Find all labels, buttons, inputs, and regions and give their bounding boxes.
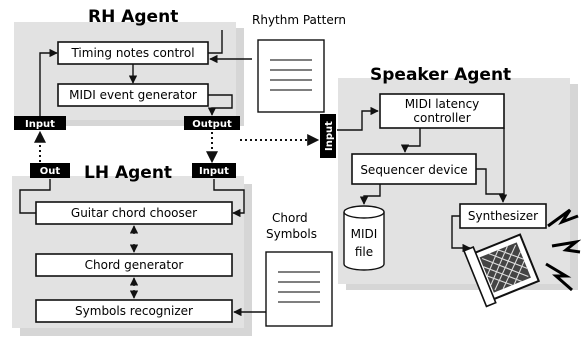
symbols-recognizer-box [35, 299, 233, 323]
midi-file-label-1: MIDI [351, 227, 378, 241]
synthesizer-label: Synthesizer [468, 209, 538, 223]
lh-agent-title: LH Agent [84, 163, 172, 183]
rhythm-pattern-doc: Rhythm Pattern [252, 13, 346, 113]
chord-generator-label: Chord generator [85, 258, 184, 272]
rh-agent-title: RH Agent [88, 7, 178, 27]
midi-file-cylinder: MIDI file [343, 205, 385, 271]
rh-output-label: Output [192, 119, 232, 130]
sequencer-label: Sequencer device [360, 163, 467, 177]
rh-input-tag [14, 116, 66, 130]
chord-symbols-label-2: Symbols [266, 227, 317, 241]
speaker-agent-panel: Speaker Agent MIDI latency controller Se… [338, 65, 578, 290]
timing-notes-label: Timing notes control [70, 46, 194, 60]
symbols-recognizer-label: Symbols recognizer [75, 304, 193, 318]
chord-generator-box [35, 253, 233, 277]
sequencer-box [351, 153, 477, 185]
chord-symbols-label-1: Chord [272, 211, 308, 225]
lh-out-label: Out [40, 166, 61, 177]
speaker-input-label: Input [324, 121, 335, 151]
midi-latency-box [379, 93, 505, 129]
midi-file-label-2: file [355, 245, 373, 259]
speaker-icon [462, 233, 541, 308]
midi-latency-label-2: controller [413, 111, 470, 125]
rh-input-label: Input [25, 119, 55, 130]
guitar-chord-label: Guitar chord chooser [71, 206, 197, 220]
synthesizer-box [459, 203, 547, 229]
lh-out-tag [30, 163, 70, 178]
midi-latency-label-1: MIDI latency [405, 97, 480, 111]
rhythm-pattern-label: Rhythm Pattern [252, 13, 346, 27]
lh-agent-panel: LH Agent Guitar chord chooser Chord gene… [12, 163, 252, 336]
lh-input-label: Input [199, 166, 229, 177]
sound-bolt-marks [545, 208, 581, 292]
speaker-input-tag [320, 114, 336, 158]
speaker-agent-title: Speaker Agent [370, 65, 511, 85]
rh-output-tag [184, 116, 240, 130]
rh-agent-panel: RH Agent Timing notes control MIDI event… [14, 7, 244, 126]
lh-input-tag [192, 163, 236, 178]
midi-event-label: MIDI event generator [69, 88, 197, 102]
chord-symbols-doc: Chord Symbols [265, 211, 333, 327]
